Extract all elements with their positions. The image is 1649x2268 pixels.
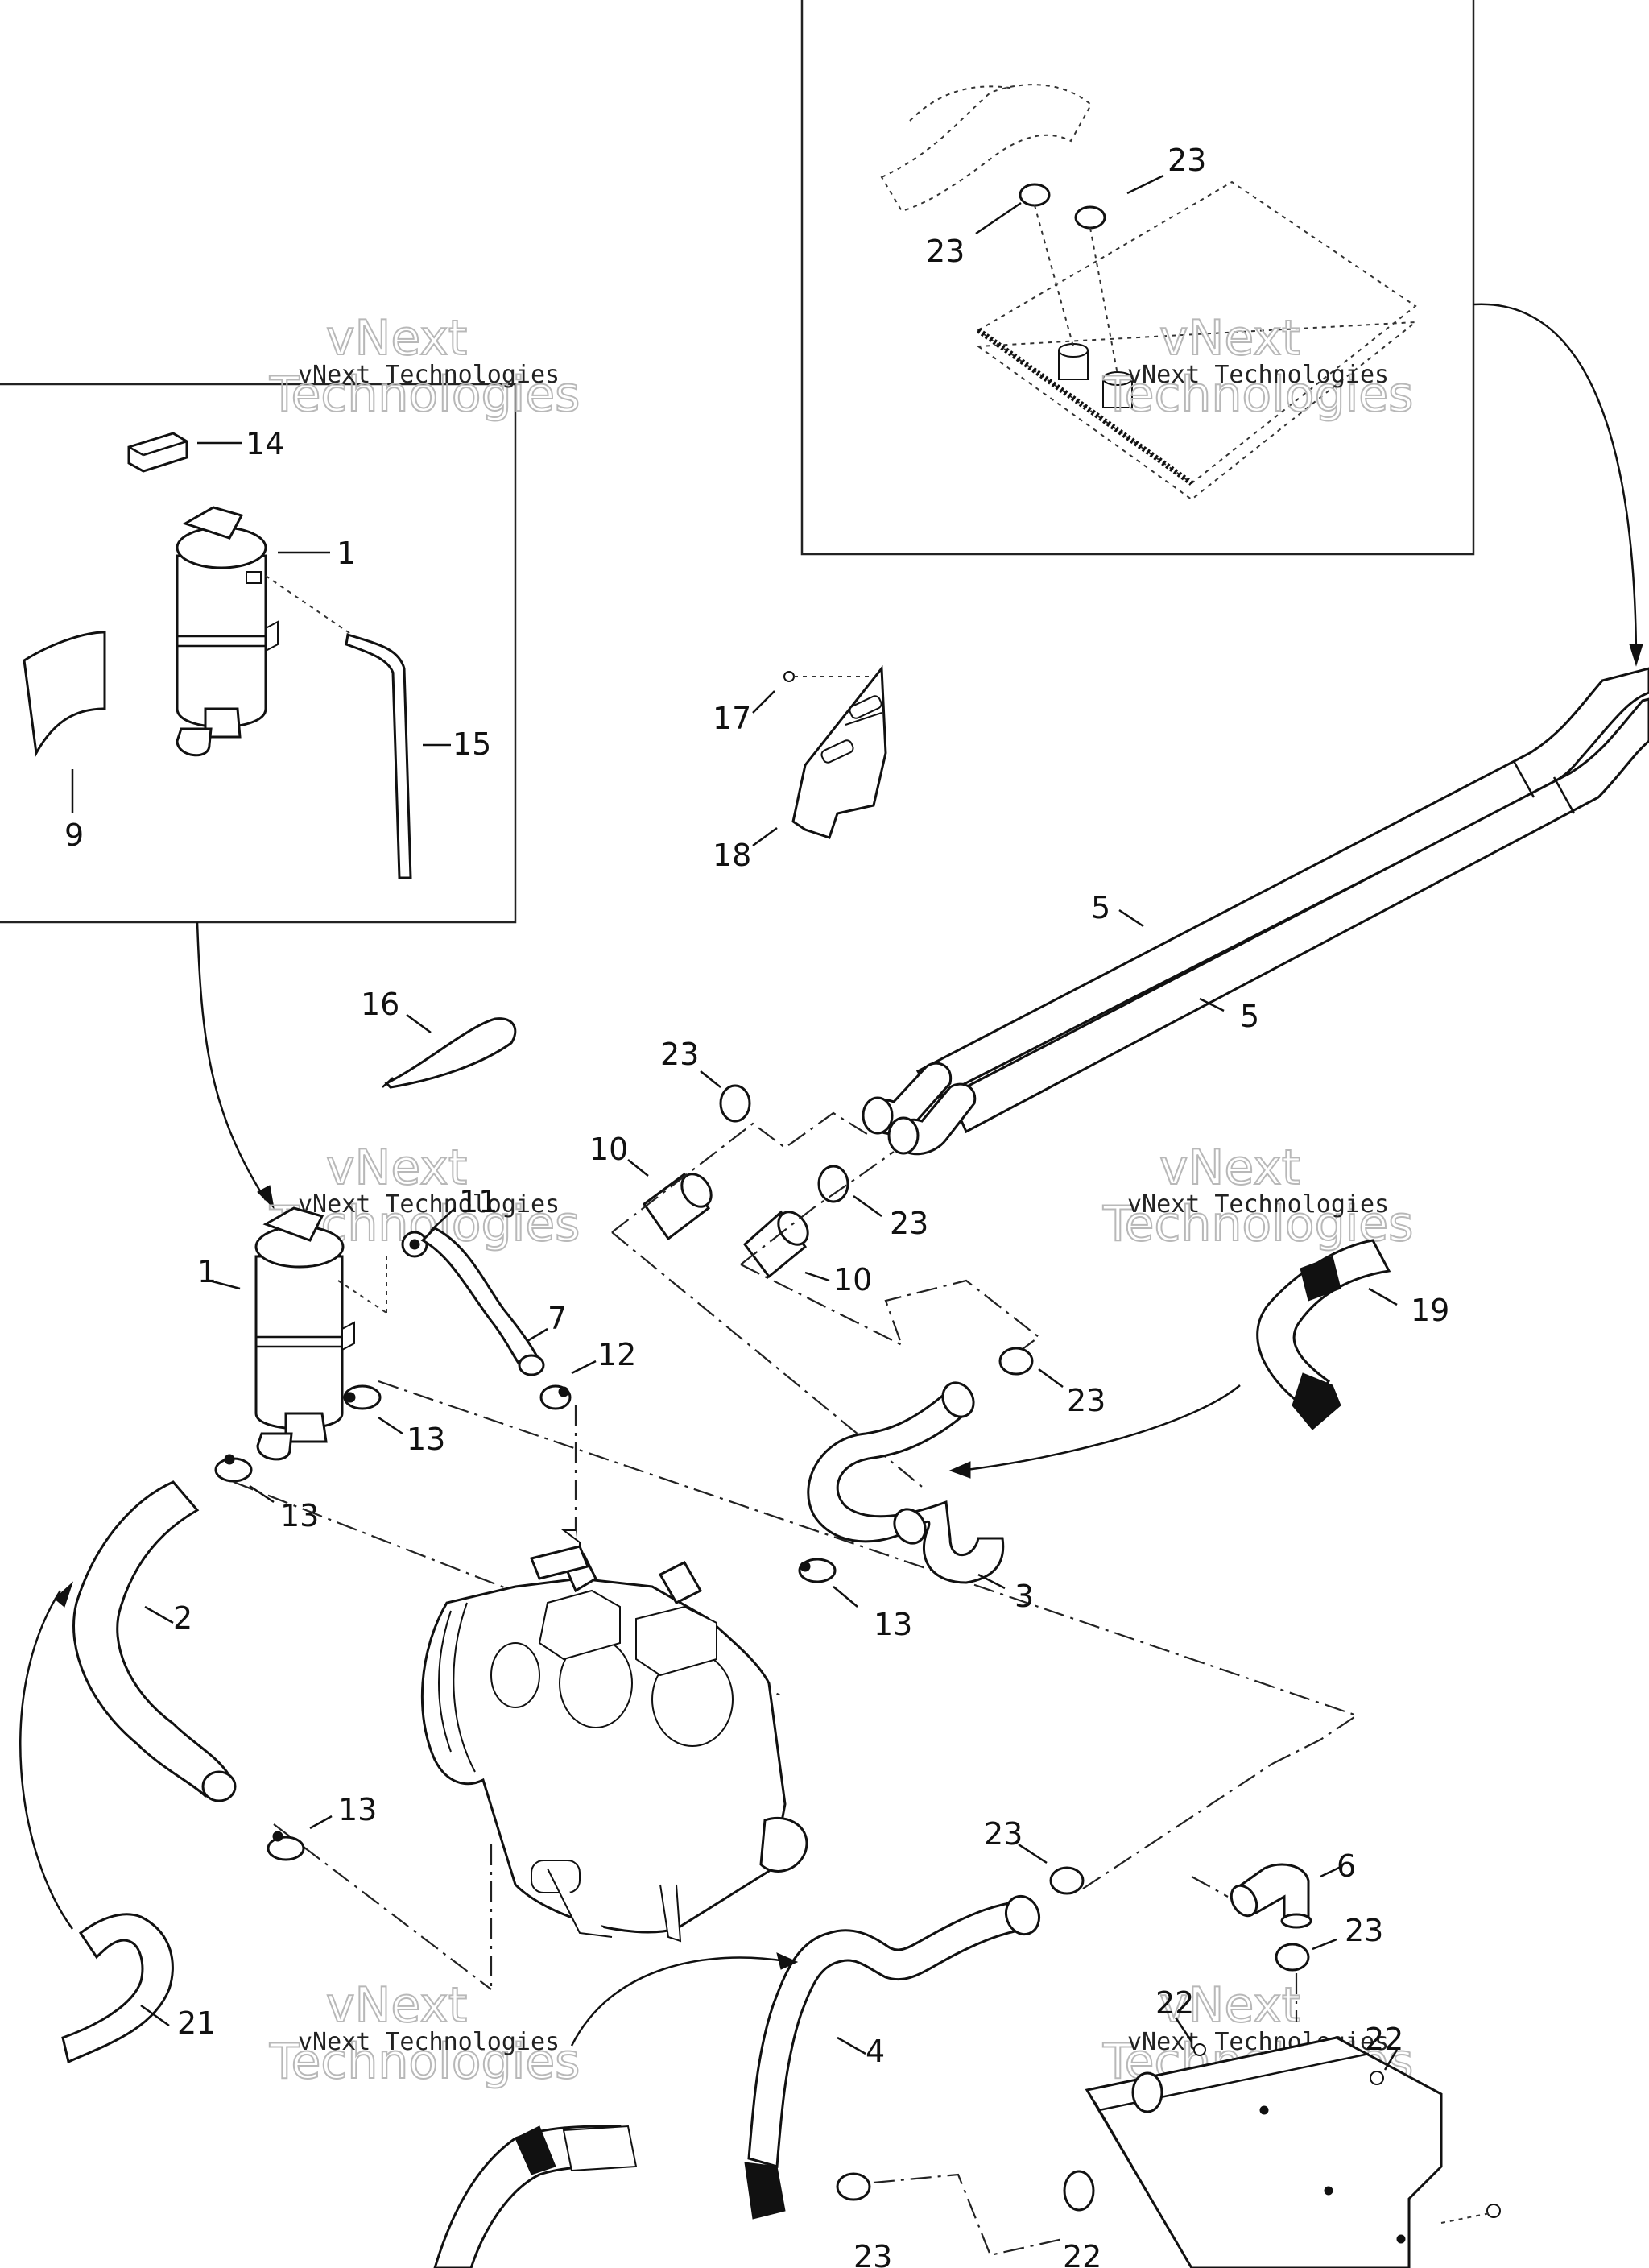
- callout-10b: 10: [833, 1262, 872, 1297]
- long-hose-5: [915, 667, 1649, 1134]
- connector-tube-10b: [742, 1210, 809, 1279]
- ring-23g: [1275, 1943, 1310, 1972]
- callout-5a: 5: [1091, 890, 1110, 925]
- watermark-small: vNext Technologies: [1127, 361, 1389, 389]
- ring-23e: [998, 1347, 1034, 1376]
- reservoir-cap: [127, 432, 188, 473]
- watermark-line2: Technologies: [269, 366, 580, 423]
- ring-23a: [1019, 183, 1051, 207]
- callout-23e: 23: [1067, 1383, 1106, 1418]
- callout-1a: 1: [337, 536, 356, 571]
- callout-13a: 13: [407, 1422, 445, 1457]
- callout-7: 7: [548, 1301, 567, 1336]
- callout-3: 3: [1015, 1579, 1034, 1614]
- watermark-line2: Technologies: [269, 2034, 580, 2090]
- callout-23d: 23: [890, 1206, 928, 1241]
- watermark-small: vNext Technologies: [1127, 1190, 1389, 1219]
- callout-17: 17: [713, 701, 751, 736]
- ring-23d: [817, 1165, 849, 1203]
- radiator-detail-box: 23 23: [800, 0, 1475, 556]
- radiator-lower: [1063, 2036, 1443, 2268]
- callout-1b: 1: [197, 1254, 217, 1289]
- watermark-line1: vNext: [1159, 1977, 1300, 2034]
- ring-23c: [719, 1084, 751, 1123]
- clamp-13a: [343, 1384, 382, 1410]
- callout-22a: 22: [1155, 1985, 1194, 2021]
- clamp-13d: [267, 1831, 305, 1861]
- watermark-small: vNext Technologies: [298, 361, 560, 389]
- ring-bottom: [836, 2172, 871, 2201]
- radiator-fitting-right: [1102, 371, 1133, 408]
- callout-9: 9: [64, 817, 84, 853]
- strap: [382, 1017, 517, 1089]
- watermark-line1: vNext: [1159, 310, 1300, 366]
- callout-6: 6: [1337, 1848, 1356, 1884]
- callout-23g: 23: [1345, 1913, 1383, 1948]
- reservoir-detail-box: 14 1 15 9: [0, 383, 517, 924]
- hose-7: [420, 1227, 545, 1376]
- watermark-line1: vNext: [1159, 1140, 1300, 1196]
- hose-bracket: [791, 664, 887, 839]
- hose-3: [807, 1381, 1005, 1584]
- elbow-6: [1230, 1863, 1312, 1929]
- callout-10a: 10: [589, 1132, 628, 1167]
- clamp-13b: [214, 1454, 253, 1483]
- callout-21: 21: [177, 2005, 216, 2041]
- callout-16: 16: [361, 987, 399, 1022]
- callout-4: 4: [866, 2034, 885, 2069]
- callout-23f: 23: [984, 1816, 1023, 1852]
- watermark-line1: vNext: [326, 1140, 467, 1196]
- hose-5-elbows: [862, 1062, 977, 1156]
- callout-23-partial: 23: [853, 2239, 892, 2268]
- lower-left-hose: [433, 2125, 638, 2268]
- radiator-panel: [976, 180, 1419, 501]
- callout-15: 15: [453, 726, 491, 762]
- ring-23f: [1049, 1866, 1085, 1895]
- callout-11: 11: [459, 1184, 498, 1219]
- watermark-line1: vNext: [326, 1977, 467, 2034]
- callout-12: 12: [597, 1337, 636, 1372]
- callout-19: 19: [1411, 1293, 1449, 1328]
- callout-23-partial-b: 22: [1063, 2239, 1101, 2268]
- callout-2: 2: [173, 1600, 192, 1636]
- hose-19: [1256, 1239, 1391, 1430]
- clamp-13c: [798, 1558, 837, 1583]
- watermark-small: vNext Technologies: [298, 2028, 560, 2056]
- fitting-11: [401, 1231, 428, 1258]
- callout-14: 14: [246, 426, 284, 461]
- callout-5b: 5: [1240, 999, 1259, 1034]
- callout-22b: 22: [1365, 2022, 1403, 2057]
- hose-4: [744, 1894, 1041, 2220]
- watermark-line1: vNext: [326, 310, 467, 366]
- engine-block: [420, 1529, 808, 1943]
- callout-23a: 23: [1168, 143, 1206, 178]
- clamp-12: [539, 1384, 572, 1410]
- callout-23b: 23: [926, 234, 965, 269]
- coolant-tank-installed: [254, 1206, 355, 1461]
- callout-23c: 23: [660, 1037, 699, 1072]
- callout-13b: 13: [280, 1498, 319, 1533]
- callout-13c: 13: [874, 1607, 912, 1642]
- hose-21: [61, 1913, 174, 2064]
- callout-18: 18: [713, 838, 751, 873]
- watermark-small: vNext Technologies: [298, 1190, 560, 1219]
- radiator-fitting-left: [1058, 343, 1089, 380]
- ring-23b: [1074, 205, 1106, 230]
- hose-2: [72, 1480, 237, 1802]
- coolant-tank: [176, 506, 279, 757]
- callout-13d: 13: [338, 1792, 377, 1827]
- watermark-line2: Technologies: [1102, 366, 1413, 423]
